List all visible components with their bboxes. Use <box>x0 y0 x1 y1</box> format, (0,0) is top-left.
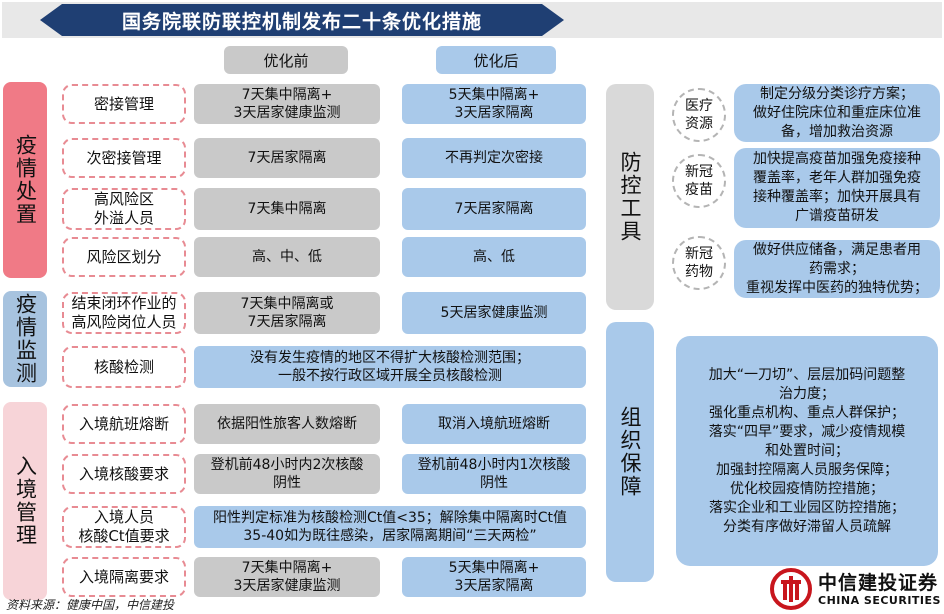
category-entry-management: 入境管理 <box>3 402 47 600</box>
tool-description: 加快提高疫苗加强免疫接种 覆盖率，老年人群加强免疫 接种覆盖率；加快开展具有 广… <box>734 148 940 228</box>
row-after-cell: 5天居家健康监测 <box>402 292 586 334</box>
row-item-label: 结束闭环作业的 高风险岗位人员 <box>62 292 186 334</box>
row-after-cell: 5天集中隔离+ 3天居家隔离 <box>402 84 586 124</box>
tool-description: 制定分级分类诊疗方案； 做好住院床位和重症床位准 备，增加救治资源 <box>734 84 940 142</box>
header-before: 优化前 <box>224 46 348 74</box>
row-after-cell: 7天居家隔离 <box>402 188 586 230</box>
row-merged-cell: 没有发生疫情的地区不得扩大核酸检测范围； 一般不按行政区域开展全员核酸检测 <box>194 346 586 388</box>
page-title: 国务院联防联控机制发布二十条优化措施 <box>121 10 482 33</box>
tool-description: 做好供应储备，满足患者用 药需求； 重视发挥中医药的独特优势； <box>734 240 940 298</box>
row-item-label: 次密接管理 <box>62 138 186 178</box>
row-item-label: 风险区划分 <box>62 237 186 277</box>
china-securities-logo-icon <box>770 568 812 610</box>
tool-label: 新冠 药物 <box>672 236 726 290</box>
side-label-organization: 组织保障 <box>606 322 654 582</box>
row-before-cell: 7天集中隔离+ 3天居家健康监测 <box>194 557 380 597</box>
category-epidemic-monitoring: 疫情监测 <box>3 291 47 387</box>
header-after: 优化后 <box>436 46 556 74</box>
row-item-label: 入境核酸要求 <box>62 454 186 494</box>
logo-name: 中信建投证券 <box>818 572 939 594</box>
row-before-cell: 7天集中隔离+ 3天居家健康监测 <box>194 84 380 124</box>
row-item-label: 核酸检测 <box>62 346 186 388</box>
row-item-label: 入境人员 核酸Ct值要求 <box>62 506 186 548</box>
row-before-cell: 7天集中隔离 <box>194 188 380 230</box>
row-merged-cell: 阳性判定标准为核酸检测Ct值<35；解除集中隔离时Ct值 35-40如为既往感染… <box>194 506 586 548</box>
row-item-label: 高风险区 外溢人员 <box>62 188 186 230</box>
row-item-label: 密接管理 <box>62 84 186 124</box>
row-before-cell: 登机前48小时内2次核酸 阴性 <box>194 454 380 494</box>
row-item-label: 入境隔离要求 <box>62 557 186 597</box>
row-after-cell: 高、低 <box>402 237 586 277</box>
row-before-cell: 高、中、低 <box>194 237 380 277</box>
title-banner: 国务院联防联控机制发布二十条优化措施 <box>40 4 564 36</box>
row-item-label: 入境航班熔断 <box>62 404 186 444</box>
row-after-cell: 取消入境航班熔断 <box>402 404 586 444</box>
row-after-cell: 登机前48小时内1次核酸 阴性 <box>402 454 586 494</box>
row-after-cell: 5天集中隔离+ 3天居家隔离 <box>402 557 586 597</box>
row-before-cell: 依据阳性旅客人数熔断 <box>194 404 380 444</box>
row-after-cell: 不再判定次密接 <box>402 138 586 178</box>
tool-label: 新冠 疫苗 <box>672 154 726 208</box>
source-note: 资料来源：健康中国，中信建投 <box>6 598 175 612</box>
organization-measures: 加大“一刀切”、层层加码问题整 治力度； 强化重点机构、重点人群保护； 落实“四… <box>676 336 938 566</box>
row-before-cell: 7天集中隔离或 7天居家隔离 <box>194 292 380 334</box>
row-before-cell: 7天居家隔离 <box>194 138 380 178</box>
category-epidemic-handling: 疫情处置 <box>3 82 47 278</box>
logo-english-name: CHINA SECURITIES <box>818 594 941 607</box>
tool-label: 医疗 资源 <box>672 88 726 142</box>
side-label-tools: 防控工具 <box>606 84 654 310</box>
